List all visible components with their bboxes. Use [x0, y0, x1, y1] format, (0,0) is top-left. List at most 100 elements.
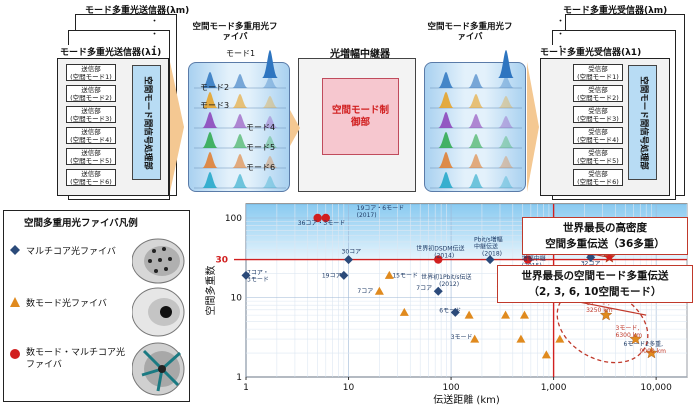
repeater-in-arrow [290, 110, 300, 146]
fewmode-fiber-icon [132, 287, 185, 337]
tx-slot-2: 送信部(空間モード2) [66, 85, 116, 102]
fiber-left-mode-pulse [262, 96, 278, 108]
x-axis-title: 伝送距離 (km) [433, 393, 500, 405]
point-star [645, 346, 658, 359]
mode-callout: 世界最長の空間モード多重伝送 （2, 3, 6, 10空間モード） [497, 265, 693, 303]
fiber-right-mode-pulse [498, 76, 514, 88]
fiber-right-mode1-peak [498, 50, 514, 78]
fiber-left-label: 空間モード多重用光ファイバ [192, 22, 278, 42]
tx-slot-1: 送信部(空間モード1) [66, 64, 116, 81]
fiber-left-mode-pulse [202, 112, 218, 128]
fiber-right-mode-pulse [438, 172, 454, 188]
fiber-right-mode-pulse [498, 156, 514, 168]
rx-slot-4: 受信部(空間モード4) [573, 127, 623, 144]
chart-annotation: 7コア・ [247, 269, 269, 276]
point-diamond [339, 270, 349, 280]
fiber-left-mode-pulse [202, 72, 218, 88]
point-star [603, 250, 616, 263]
triangle-marker-icon [10, 297, 20, 307]
fiber-right-mode-pulse [438, 132, 454, 148]
point-circle [313, 213, 322, 223]
chart-annotation: (2017) [357, 212, 377, 219]
rx-inner-label: モード多重光受信器(λ1) [540, 45, 642, 58]
fiber-left-mode-pulse [202, 132, 218, 148]
point-triangle [541, 350, 551, 359]
fiber-legend: 空間多重用光ファイバ凡例 マルチコア光ファイバ 数モード光ファイバ 数モード・マ… [3, 210, 190, 402]
chart-annotation: 3モード, [616, 325, 640, 332]
point-triangle [516, 334, 526, 343]
y-tick-label: 10 [231, 293, 243, 303]
chart-annotation: 30コア [342, 249, 362, 256]
point-star [599, 308, 613, 321]
point-circle [434, 255, 443, 264]
legend-title: 空間多重用光ファイバ凡例 [24, 218, 138, 229]
fiber-left-mode-pulse [202, 152, 218, 168]
x-tick-label: 10,000 [640, 383, 672, 393]
tx-slot-3: 送信部(空間モード3) [66, 106, 116, 123]
y-tick-label: 1 [236, 373, 242, 383]
tx-processor-label: 空間モード間信号処理部 [142, 75, 152, 170]
point-triangle [470, 334, 480, 343]
y-tick-label: 30 [215, 256, 228, 266]
point-triangle [555, 334, 565, 343]
fiber-left-mode-pulse [232, 154, 248, 168]
mode-label-4: モード4 [246, 123, 276, 132]
diamond-marker-icon [10, 245, 20, 255]
fiber-right-label: 空間モード多重用光ファイバ [427, 22, 513, 42]
point-triangle [384, 270, 394, 279]
point-triangle [399, 307, 409, 316]
chart-annotation: 世界初1Pbit/s伝送 [421, 273, 471, 281]
point-triangle [501, 310, 511, 319]
tx-inner-label: モード多重光送信器(λ1) [60, 45, 162, 58]
fiber-left-mode-pulse [262, 136, 278, 148]
point-triangle [374, 286, 384, 295]
y-tick-label: 100 [225, 214, 242, 224]
chart-annotation: 19コア [322, 272, 342, 279]
point-circle [523, 255, 532, 264]
point-circle [321, 213, 330, 223]
y-axis-title: 空間多重数 [204, 266, 217, 316]
fiber-left-mode-pulse [232, 134, 248, 148]
chart-annotation: 19コア・6モード [357, 205, 404, 212]
tx-slot-5: 送信部(空間モード5) [66, 148, 116, 165]
chart-annotation: (2014) [434, 253, 454, 260]
fiber-right-mode-pulse [468, 94, 484, 108]
chart-annotation: 7コア [416, 285, 432, 292]
chart-annotation: 9000 km [639, 348, 666, 355]
repeater-core: 空間モード制御部 [322, 78, 399, 155]
mode-label-6: モード6 [246, 163, 276, 172]
chart-annotation: 増幅中継 [522, 255, 546, 263]
repeater-core-label: 空間モード制御部 [331, 104, 389, 128]
fiber-left-mode-pulse [202, 172, 218, 188]
fiber-right-mode-pulse [468, 74, 484, 88]
chart-annotation: Pbit/s増幅 [474, 236, 503, 244]
fiber-right-mode-pulse [498, 116, 514, 128]
multicore-fiber-icon [132, 238, 185, 284]
chart-annotation: 6300 km [616, 332, 643, 339]
chart-annotation: 6モード, [586, 300, 610, 307]
chart-annotation: 中継伝送 [474, 243, 498, 251]
fiber-left-mode1-peak [262, 50, 278, 78]
chart-annotation: 6モード [439, 307, 461, 314]
x-tick-label: 10 [343, 383, 355, 393]
tx-slot-4: 送信部(空間モード4) [66, 127, 116, 144]
fiber-right-mode-pulse [468, 174, 484, 188]
point-diamond [344, 255, 354, 265]
mode-label-1: モード1 [226, 49, 256, 58]
fiber-left-mode-pulse [232, 174, 248, 188]
x-tick-label: 1,000 [541, 383, 567, 393]
chart-annotation: 世界初DSDM伝送 [416, 245, 464, 253]
density-callout-line2: 空間多重伝送（36多重） [545, 238, 665, 250]
rx-outer-label: モード多重光受信器(λm) [563, 6, 668, 16]
legend-item-multicore: マルチコア光ファイバ [26, 247, 116, 257]
mode-label-5: モード5 [246, 143, 276, 152]
density-callout-line1: 世界最長の高密度 [563, 222, 647, 234]
mode-label-3: モード3 [200, 101, 230, 110]
point-diamond [586, 252, 596, 262]
fiber-right-mode-pulse [498, 176, 514, 188]
point-triangle [519, 310, 529, 319]
fiber-left-mode-pulse [232, 114, 248, 128]
fiber-right-mode-pulse [438, 112, 454, 128]
fiber-right-mode-pulse [438, 152, 454, 168]
rx-slot-5: 受信部(空間モード5) [573, 148, 623, 165]
